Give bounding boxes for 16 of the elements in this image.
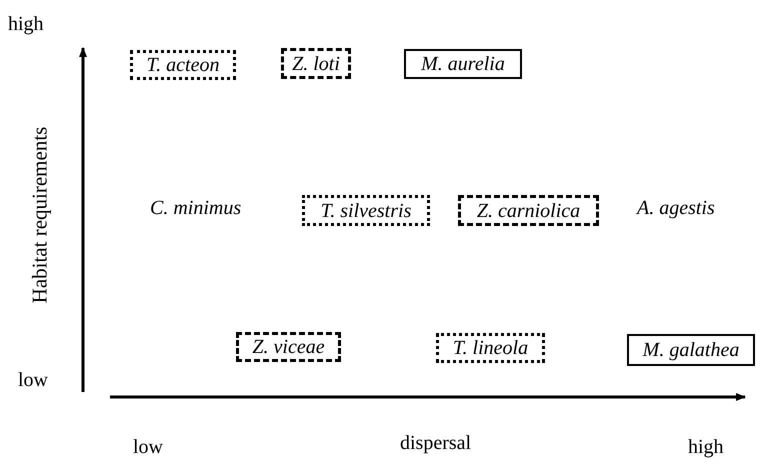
species-box: M. aurelia xyxy=(404,49,522,79)
species-box: M. galathea xyxy=(627,334,755,366)
axis-label: high xyxy=(688,437,724,457)
species-name: A. agestis xyxy=(637,198,715,218)
species-box: T. acteon xyxy=(130,50,236,80)
axis-label: dispersal xyxy=(400,433,472,453)
species-box: Z. viceae xyxy=(236,332,341,362)
species-name: C. minimus xyxy=(150,198,242,218)
axis-title: Habitat requirements xyxy=(30,126,50,304)
species-box: T. silvestris xyxy=(302,195,430,226)
axis-label: low xyxy=(18,370,48,390)
axis-label: high xyxy=(8,14,44,34)
species-box: T. lineola xyxy=(436,333,545,363)
species-box: Z. carniolica xyxy=(458,195,599,226)
species-box: Z. loti xyxy=(281,48,351,79)
axis-label: low xyxy=(133,437,163,457)
